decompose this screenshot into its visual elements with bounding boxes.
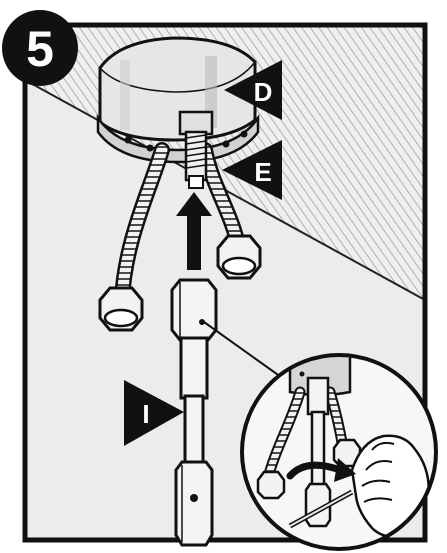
rotate-arrow-icon: [286, 458, 356, 482]
callout-i-label: I: [142, 399, 149, 429]
threaded-shank: [178, 110, 214, 189]
hose-nut-right: [216, 234, 262, 280]
hose-nut-left: [98, 286, 144, 332]
step-number: 5: [26, 21, 54, 77]
up-arrow-icon: [176, 192, 212, 270]
leader-line: [203, 321, 289, 383]
detail-inset: [240, 353, 438, 551]
step-badge: 5: [2, 10, 78, 86]
callout-d-label: D: [254, 77, 273, 107]
callout-e-label: E: [254, 157, 271, 187]
supply-hoses: [98, 142, 262, 332]
callout-d: D: [224, 60, 282, 120]
callout-e: E: [222, 140, 282, 200]
callout-i: I: [124, 380, 184, 446]
socket-wrench-tool: [170, 278, 218, 547]
faucet-base: [96, 36, 260, 164]
panel-border: [22, 22, 428, 543]
